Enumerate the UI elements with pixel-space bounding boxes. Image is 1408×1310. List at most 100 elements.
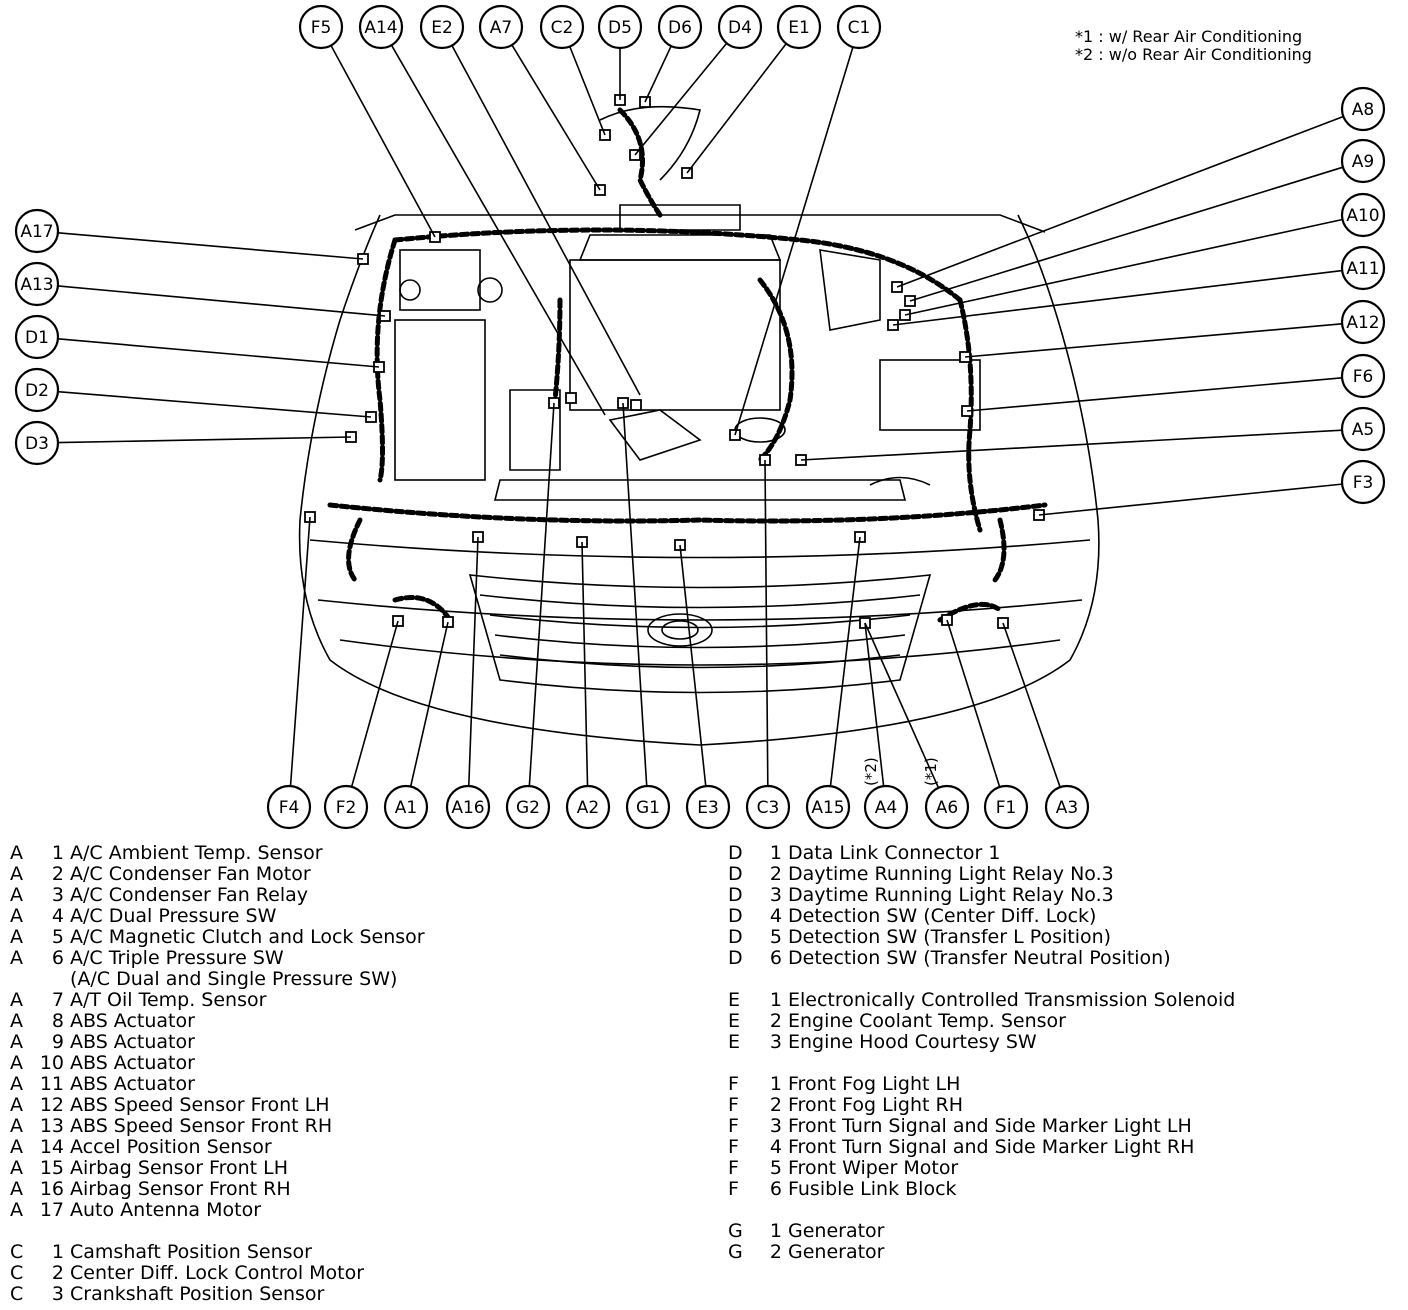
callout-a17: A17 <box>14 208 60 254</box>
legend-group-letter: A <box>10 926 23 948</box>
legend-group-letter: F <box>728 1073 739 1095</box>
callout-circle <box>1340 459 1386 505</box>
callout-label: D3 <box>25 434 49 454</box>
callout-circle <box>1340 406 1386 452</box>
callout-label: A3 <box>1056 798 1078 818</box>
legend-label: Airbag Sensor Front RH <box>70 1178 291 1200</box>
legend-number: 5 <box>51 926 64 948</box>
callout-e2: E2 <box>419 4 465 50</box>
callout-label: D5 <box>608 18 632 38</box>
leader-line-a5 <box>800 429 1343 461</box>
leader-line-g2 <box>528 402 555 787</box>
leader-line-a12 <box>964 323 1343 358</box>
callout-label: A6 <box>936 798 958 818</box>
callout-label: F3 <box>1353 473 1374 493</box>
callout-a9: A9 <box>1340 138 1386 184</box>
callout-label: E3 <box>697 798 719 818</box>
callout-f2: F2 <box>323 784 369 830</box>
legend-number: 5 <box>769 1157 782 1179</box>
legend-number: 7 <box>51 989 64 1011</box>
legend-group-letter: F <box>728 1178 739 1200</box>
legend-group-letter: G <box>728 1241 743 1263</box>
legend-group-letter: E <box>728 1031 741 1053</box>
callout-label: A14 <box>364 18 397 38</box>
callout-label: A1 <box>395 798 417 818</box>
legend-number: 3 <box>51 884 64 906</box>
note-marker-a6: (*1) <box>922 757 940 786</box>
legend-number: 6 <box>769 1178 782 1200</box>
legend-number: 1 <box>51 842 64 864</box>
callout-c1: C1 <box>836 4 882 50</box>
callout-label: A2 <box>577 798 599 818</box>
legend-number: 2 <box>769 1241 782 1263</box>
legend-spacer <box>10 1221 690 1242</box>
legend-spacer <box>728 1200 1398 1221</box>
legend-group-letter: D <box>728 926 743 948</box>
callout-label: D1 <box>25 328 49 348</box>
callout-circle <box>924 784 970 830</box>
callout-label: A4 <box>875 798 897 818</box>
callout-a12: A12 <box>1340 299 1386 345</box>
legend-group-letter: A <box>10 989 23 1011</box>
legend-label: Airbag Sensor Front LH <box>70 1157 289 1179</box>
legend-number: 1 <box>769 1220 782 1242</box>
leader-line-a1 <box>409 621 449 787</box>
legend-label: Crankshaft Position Sensor <box>70 1283 325 1305</box>
legend-number: 9 <box>51 1031 64 1053</box>
callout-d6: D6 <box>657 4 703 50</box>
legend-number: 2 <box>769 863 782 885</box>
legend-group-letter: A <box>10 1115 23 1137</box>
leader-line-f3 <box>1038 483 1343 516</box>
callout-a7: A7 <box>478 4 524 50</box>
legend-number: 4 <box>769 905 782 927</box>
callout-circle <box>419 4 465 50</box>
callout-a4: A4 <box>863 784 909 830</box>
legend-label: Detection SW (Transfer Neutral Position) <box>788 947 1171 969</box>
legend-group-letter: A <box>10 1136 23 1158</box>
leader-line-c3 <box>764 459 769 787</box>
callout-label: F6 <box>1353 367 1374 387</box>
legend-label: Fusible Link Block <box>788 1178 957 1200</box>
legend-label: A/C Dual Pressure SW <box>70 905 277 927</box>
callout-label: A9 <box>1352 152 1374 172</box>
callout-circle <box>14 420 60 466</box>
legend-label: A/C Triple Pressure SW <box>70 947 284 969</box>
legend-label: Front Turn Signal and Side Marker Light … <box>788 1115 1192 1137</box>
callout-a3: A3 <box>1044 784 1090 830</box>
legend-label: Detection SW (Transfer L Position) <box>788 926 1112 948</box>
leader-line-d4 <box>634 42 728 156</box>
legend-group-letter: A <box>10 947 23 969</box>
callout-circle <box>1340 192 1386 238</box>
callout-label: A13 <box>20 275 53 295</box>
legend-group-letter: D <box>728 842 743 864</box>
legend-label: Camshaft Position Sensor <box>70 1241 312 1263</box>
callout-label: A12 <box>1346 313 1379 333</box>
callout-circle <box>1340 86 1386 132</box>
callout-d2: D2 <box>14 367 60 413</box>
callout-circle <box>445 784 491 830</box>
legend-label: Detection SW (Center Diff. Lock) <box>788 905 1097 927</box>
callout-label: E2 <box>431 18 453 38</box>
legend-number: 14 <box>39 1136 64 1158</box>
callout-label: A5 <box>1352 420 1374 440</box>
callout-circle <box>565 784 611 830</box>
callout-circle <box>323 784 369 830</box>
callout-circle <box>1044 784 1090 830</box>
leader-line-f1 <box>946 619 1001 788</box>
legend-group-letter: A <box>10 1073 23 1095</box>
callout-circle <box>505 784 551 830</box>
callout-label: F1 <box>996 798 1017 818</box>
callout-circle <box>805 784 851 830</box>
legend-group-letter: F <box>728 1094 739 1116</box>
callout-label: C3 <box>757 798 780 818</box>
legend-label: Auto Antenna Motor <box>70 1199 262 1221</box>
